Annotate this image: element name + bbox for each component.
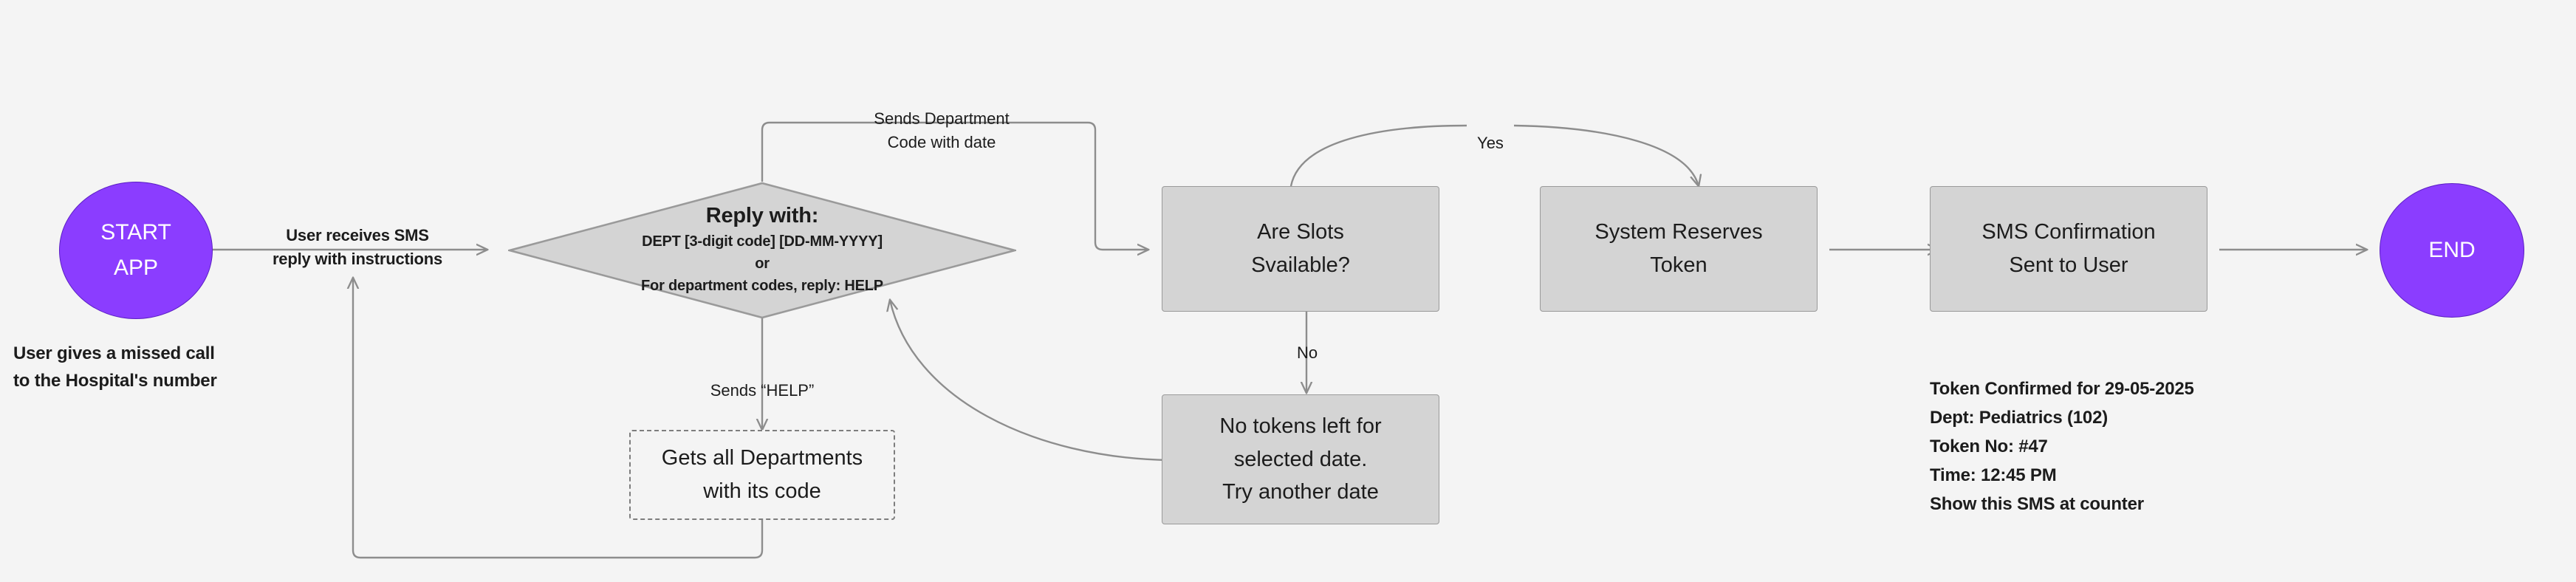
decision-line3: For department codes, reply: HELP — [641, 278, 883, 294]
token-confirmation-note: Token Confirmed for 29-05-2025 Dept: Ped… — [1930, 375, 2343, 518]
end-label: END — [2428, 238, 2476, 262]
edge-no-tokens-retry — [890, 300, 1170, 462]
token-note-line-5: Show this SMS at counter — [1930, 493, 2144, 514]
node-start-app[interactable]: START APP — [59, 182, 213, 319]
departments-line2: with its code — [703, 479, 821, 503]
diamond-text-group: Reply with: DEPT [3-digit code] [DD-MM-Y… — [508, 182, 1016, 319]
start-label-line2: APP — [113, 256, 159, 280]
decision-title: Reply with: — [705, 204, 819, 227]
node-system-reserves-token[interactable]: System Reserves Token — [1540, 186, 1818, 312]
decision-line1: DEPT [3-digit code] [DD-MM-YYYY] — [642, 233, 883, 250]
reserves-line1: System Reserves — [1594, 220, 1763, 244]
edge-label-user-receives-sms: User receives SMS reply with instruction… — [272, 226, 443, 268]
no-tokens-line1: No tokens left for — [1219, 414, 1382, 438]
edge-label-no: No — [1296, 343, 1318, 362]
slots-line1: Are Slots — [1257, 220, 1344, 244]
no-tokens-line2: selected date. — [1233, 447, 1368, 471]
node-are-slots-available[interactable]: Are Slots Svailable? — [1162, 186, 1439, 312]
node-gets-all-departments[interactable]: Gets all Departments with its code — [629, 430, 895, 520]
caption-missed-call: User gives a missed call to the Hospital… — [13, 343, 217, 391]
edge-slots-yes-tail — [1513, 124, 1699, 186]
edge-label-sends-department-code: Sends Department Code with date — [874, 109, 1010, 151]
edge-label-yes: Yes — [1477, 134, 1504, 152]
node-end[interactable]: END — [2380, 183, 2524, 318]
node-reply-with-decision[interactable]: Reply with: DEPT [3-digit code] [DD-MM-Y… — [508, 182, 1016, 319]
token-note-line-1: Token Confirmed for 29-05-2025 — [1930, 379, 2194, 399]
diamond-shape — [508, 182, 1016, 319]
sms-line1: SMS Confirmation — [1981, 220, 2156, 244]
reserves-line2: Token — [1650, 253, 1707, 277]
slots-line2: Svailable? — [1251, 253, 1350, 277]
token-note-line-2: Dept: Pediatrics (102) — [1930, 407, 2109, 428]
decision-line2: or — [755, 256, 770, 272]
node-no-tokens-left[interactable]: No tokens left for selected date. Try an… — [1162, 394, 1439, 524]
sms-line2: Sent to User — [2009, 253, 2128, 277]
start-label-line1: START — [100, 220, 171, 244]
edge-slots-yes — [1289, 124, 1467, 187]
no-tokens-line3: Try another date — [1222, 480, 1379, 504]
departments-line1: Gets all Departments — [661, 446, 863, 470]
token-note-line-3: Token No: #47 — [1930, 436, 2048, 456]
edge-label-sends-help: Sends “HELP” — [710, 381, 815, 400]
node-sms-confirmation[interactable]: SMS Confirmation Sent to User — [1930, 186, 2207, 312]
token-note-line-4: Time: 12:45 PM — [1930, 465, 2057, 485]
